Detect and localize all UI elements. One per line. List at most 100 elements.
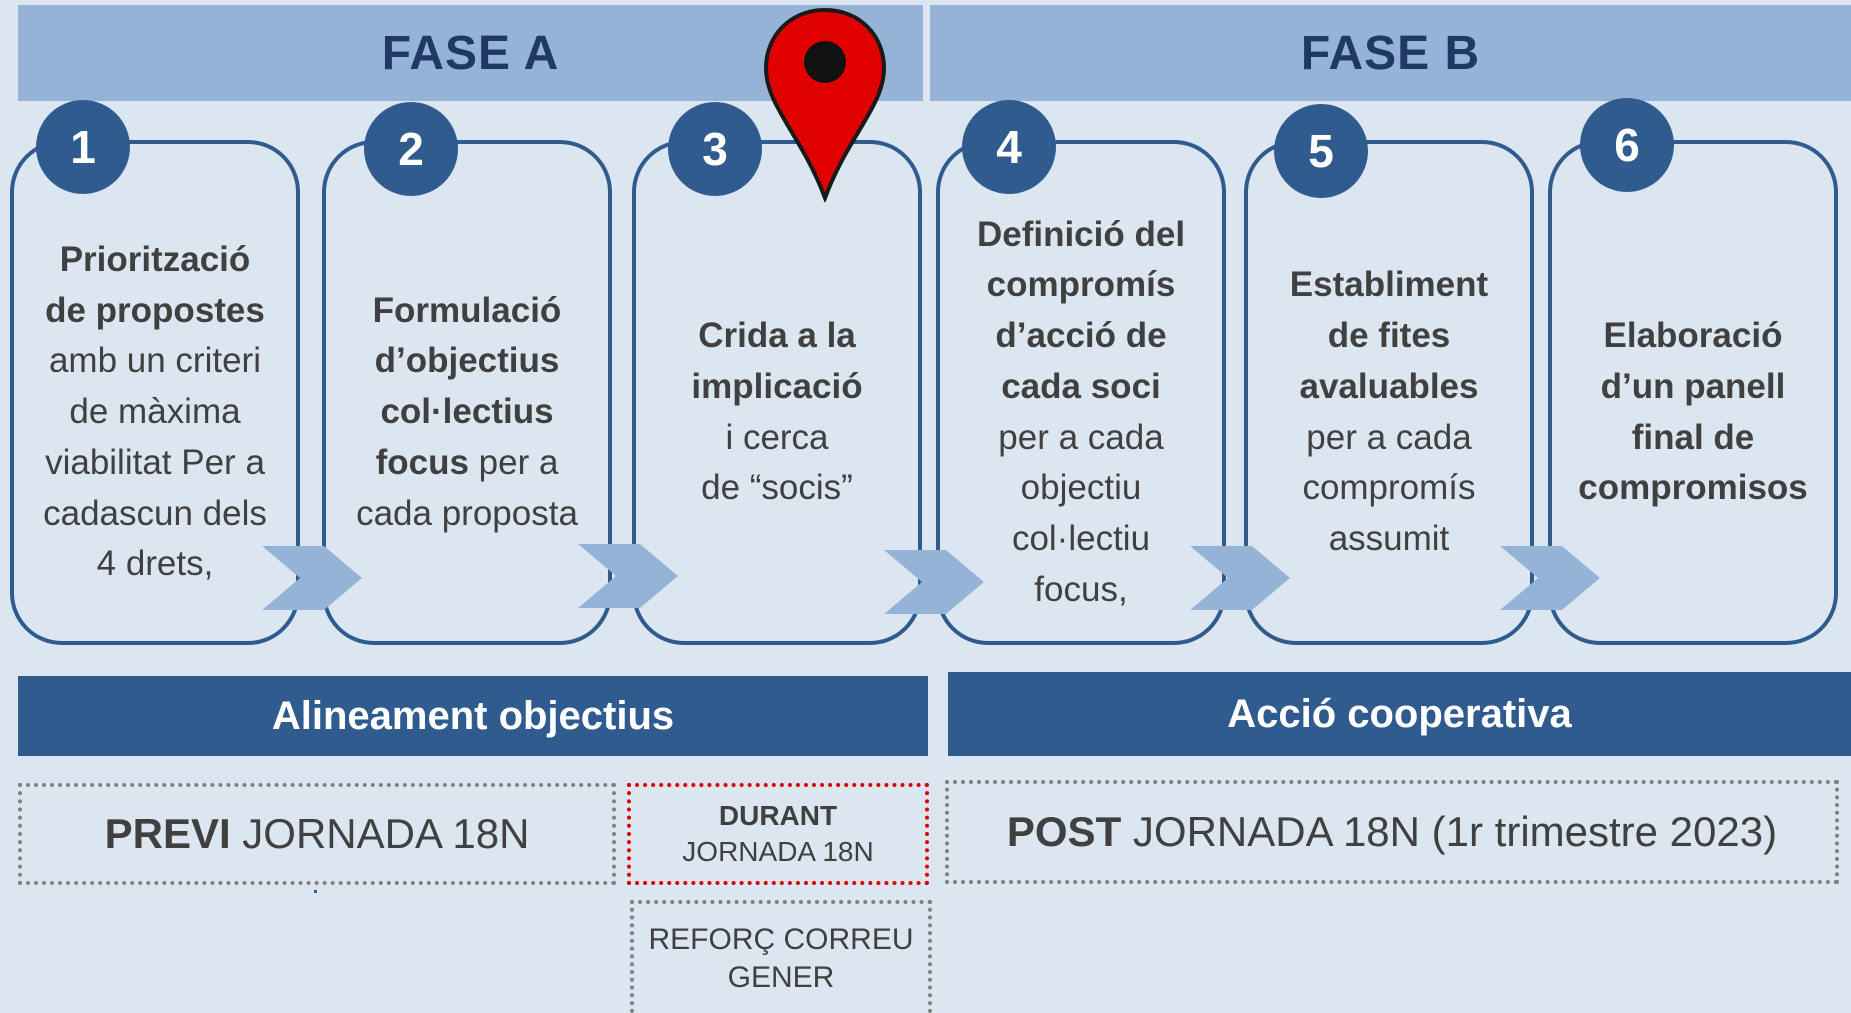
- step-line-text: de màxima: [69, 392, 241, 432]
- step-line: cada proposta: [356, 489, 578, 540]
- step-line: Elaboració: [1578, 311, 1808, 362]
- step-line: implicació: [691, 362, 862, 413]
- step-line: Crida a la: [691, 311, 862, 362]
- phase-b-header: FASE B: [930, 5, 1851, 101]
- step-line-bold: final de: [1631, 417, 1755, 457]
- step-line-bold: d’un panell: [1600, 366, 1786, 406]
- step-number: 2: [398, 123, 424, 175]
- step-card-4: Definició del compromís d’acció de cada soc…: [936, 140, 1226, 645]
- timing-post-bold: POST: [1006, 808, 1122, 855]
- step-line-text: assumit: [1328, 519, 1450, 558]
- cooperative-action-band: Acció cooperativa: [948, 672, 1851, 756]
- phase-b-title: FASE B: [1300, 26, 1481, 80]
- step-line: per a cada: [977, 413, 1185, 464]
- step-number: 5: [1308, 125, 1334, 177]
- step-line: compromís: [1290, 463, 1488, 514]
- timing-previ-rest: JORNADA 18N: [230, 810, 530, 857]
- timing-durant-bold: DURANT: [718, 799, 838, 831]
- step-line-bold: compromisos: [1578, 468, 1808, 508]
- step-line: 4 drets,: [43, 539, 267, 590]
- step-line-text: 4 drets,: [96, 544, 214, 584]
- step-line: compromisos: [1578, 463, 1808, 514]
- timing-previ-bold: PREVI: [104, 810, 231, 857]
- step-line-bold: Formulació: [372, 290, 562, 330]
- step-number-badge-2: 2: [364, 102, 458, 196]
- step-line-text: per a cada: [998, 417, 1164, 457]
- step-line: col·lectiu: [977, 514, 1185, 565]
- timing-post-box: POST JORNADA 18N (1r trimestre 2023): [945, 780, 1839, 884]
- step-line: cadascun dels: [43, 489, 267, 540]
- step-number-badge-6: 6: [1580, 98, 1674, 192]
- step-line-bold: Elaboració: [1603, 316, 1783, 355]
- step-line-text: viabilitat Per a: [45, 442, 265, 482]
- step-line: focus,: [977, 565, 1185, 616]
- cooperative-action-band-label: Acció cooperativa: [1227, 691, 1572, 736]
- step-line-bold: Establiment: [1289, 265, 1489, 305]
- step-line: Definició del: [977, 210, 1185, 261]
- timing-reforc-line2: GENER: [727, 960, 835, 994]
- phase-a-title: FASE A: [381, 26, 560, 80]
- step-line-text: col·lectiu: [1011, 519, 1151, 558]
- step-card-6: Elaboració d’un panell final de compromisos: [1548, 140, 1838, 645]
- decorative-dot: [314, 890, 317, 893]
- timing-reforc-line1: REFORÇ CORREU: [648, 923, 914, 956]
- timing-durant-box: DURANT JORNADA 18N: [627, 783, 929, 885]
- step-number-badge-1: 1: [36, 100, 130, 194]
- step-line: d’un panell: [1578, 362, 1808, 413]
- step-line-text: per a: [468, 442, 559, 482]
- step-line-bold: Priorització: [59, 239, 251, 279]
- step-line: de “socis”: [691, 463, 862, 514]
- timing-previ-box: PREVI JORNADA 18N: [18, 783, 616, 885]
- step-line-text: objectiu: [1020, 468, 1142, 508]
- step-line-text: cada proposta: [356, 493, 578, 533]
- step-line: per a cada: [1290, 413, 1488, 464]
- step-line-bold: cada soci: [1001, 366, 1161, 406]
- step-line: objectiu: [977, 463, 1185, 514]
- step-line-bold: de fites: [1327, 316, 1451, 355]
- step-line-text: i cerca: [725, 417, 829, 457]
- step-line: de fites: [1290, 311, 1488, 362]
- step-number: 1: [70, 121, 96, 173]
- step-line: Priorització: [43, 235, 267, 286]
- step-line: de màxima: [43, 387, 267, 438]
- step-line-bold: focus: [375, 442, 469, 482]
- step-line-bold: compromís: [986, 265, 1176, 305]
- step-line-bold: implicació: [691, 366, 863, 406]
- step-line: focus per a: [356, 438, 578, 489]
- step-line: i cerca: [691, 413, 862, 464]
- step-line: final de: [1578, 413, 1808, 464]
- step-line-bold: avaluables: [1299, 366, 1479, 406]
- step-line-text: focus,: [1034, 569, 1128, 609]
- step-line-text: cadascun dels: [43, 493, 267, 533]
- step-line-bold: de propostes: [45, 290, 265, 330]
- step-line-text: de “socis”: [701, 468, 853, 508]
- map-pin-icon: [763, 7, 887, 202]
- step-line-bold: d’objectius: [374, 341, 560, 381]
- step-line: Formulació: [356, 286, 578, 337]
- step-line-bold: d’acció de: [995, 316, 1167, 355]
- step-line: compromís: [977, 260, 1185, 311]
- step-text: Elaboració d’un panell final de compromisos: [1572, 311, 1814, 514]
- step-text: Definició del compromís d’acció de cada soc…: [971, 210, 1191, 616]
- alignment-band: Alineament objectius: [18, 676, 928, 756]
- step-line-text: compromís: [1302, 468, 1476, 508]
- step-line: Establiment: [1290, 260, 1488, 311]
- step-line: col·lectius: [356, 387, 578, 438]
- step-line-text: amb un criteri: [48, 341, 261, 381]
- step-number-badge-5: 5: [1274, 104, 1368, 198]
- step-card-1: Priorització de propostes amb un criteri de…: [10, 140, 300, 645]
- step-line-bold: Definició del: [976, 214, 1186, 254]
- timing-durant-rest: JORNADA 18N: [682, 836, 874, 867]
- step-number: 3: [702, 123, 728, 175]
- step-number-badge-4: 4: [962, 100, 1056, 194]
- step-line: d’acció de: [977, 311, 1185, 362]
- alignment-band-label: Alineament objectius: [271, 693, 675, 738]
- timing-reforc-box: REFORÇ CORREU GENER: [630, 900, 932, 1013]
- step-text: Priorització de propostes amb un criteri de…: [37, 235, 273, 590]
